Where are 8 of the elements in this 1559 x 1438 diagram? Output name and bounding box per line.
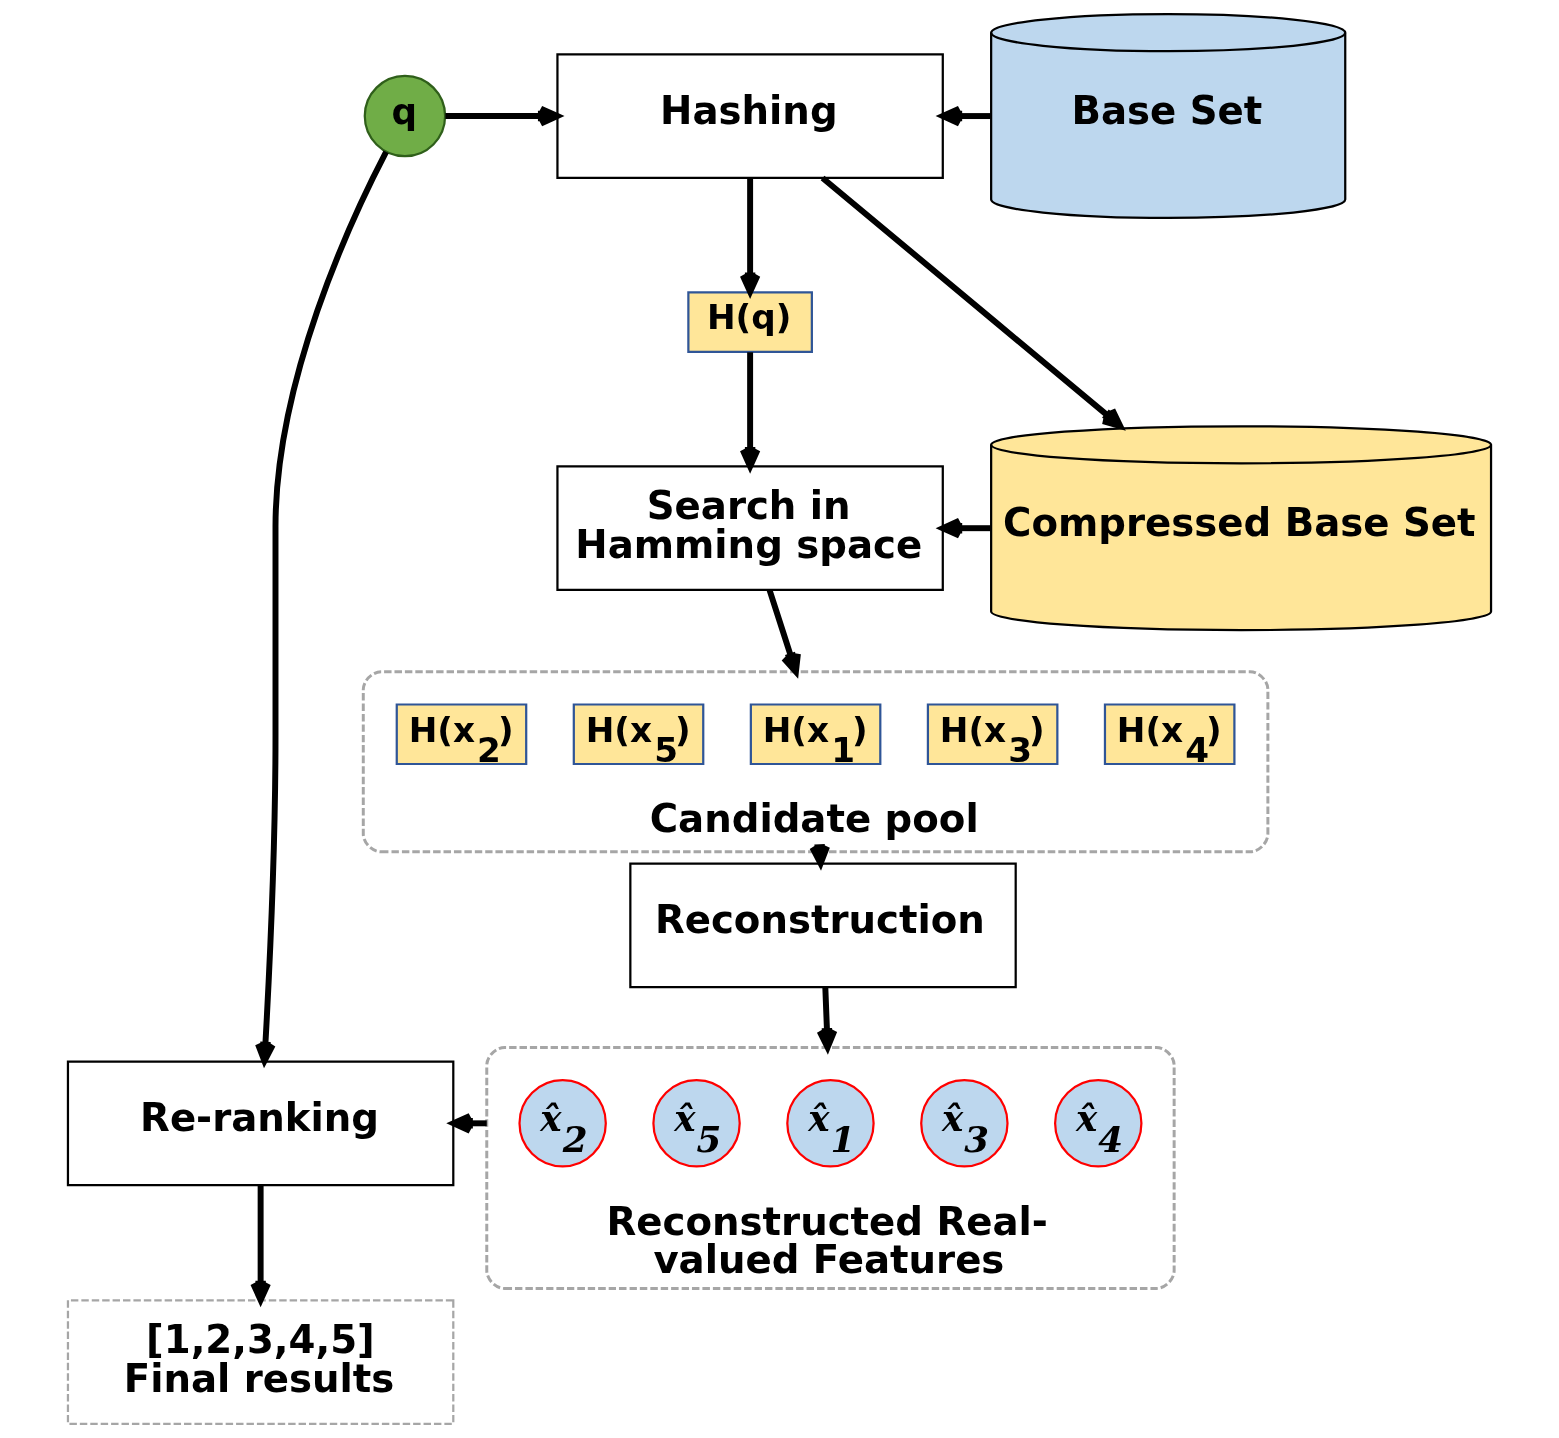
arrow bbox=[820, 175, 1124, 429]
node-circle: q bbox=[363, 74, 447, 158]
node-box: Search in Hamming space bbox=[556, 465, 944, 592]
node-box: Reconstruction bbox=[629, 862, 1017, 989]
node-box: H(q) bbox=[687, 291, 813, 353]
node-box: Hashing bbox=[556, 53, 944, 179]
node-box: [1,2,3,4,5] Final results bbox=[66, 1299, 455, 1425]
node-box: Re-ranking bbox=[66, 1060, 455, 1187]
